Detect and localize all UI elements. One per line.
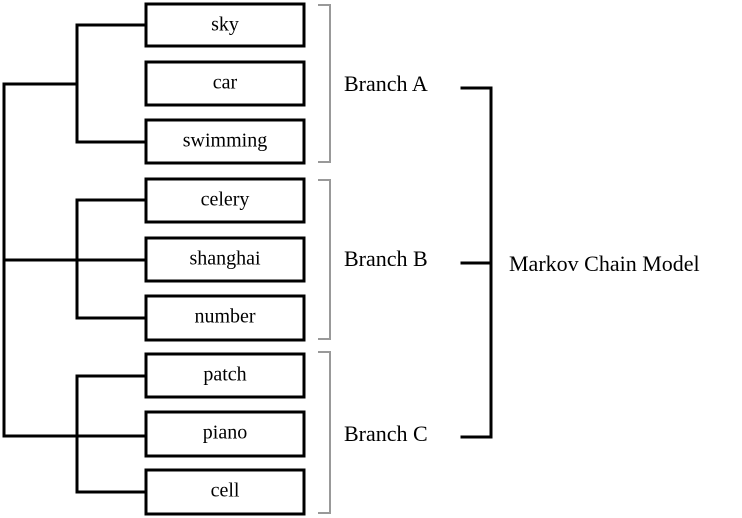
word-box-frame (144, 60, 306, 107)
branch-a-label: Branch A (344, 71, 428, 96)
word-box-frame (144, 177, 306, 224)
word-box-number: number (144, 294, 306, 342)
bracket-branch-c (318, 351, 331, 514)
word-box-patch: patch (144, 352, 306, 399)
bracket-branch-a (318, 4, 331, 163)
word-box-frame (144, 410, 306, 458)
word-box-frame (144, 236, 306, 283)
tree-connectors (2, 23, 148, 494)
model-bracket (460, 86, 493, 439)
word-box-label: number (194, 306, 255, 328)
word-box-label: car (213, 72, 238, 94)
word-box-swimming: swimming (144, 118, 306, 165)
branch-b-label: Branch B (344, 246, 428, 271)
word-box-sky: sky (144, 2, 306, 48)
word-box-label: cell (211, 480, 240, 502)
word-box-cell: cell (144, 468, 306, 516)
word-box-celery: celery (144, 177, 306, 224)
group-brackets (318, 4, 331, 514)
word-box-frame (144, 468, 306, 516)
word-box-shanghai: shanghai (144, 236, 306, 283)
word-box-frame (144, 352, 306, 399)
bracket-branch-b (318, 179, 331, 340)
word-box-label: piano (203, 422, 247, 444)
word-box-label: shanghai (189, 248, 261, 270)
branch-labels: Branch A Branch B Branch C (344, 71, 428, 446)
word-box-frame (144, 2, 306, 48)
word-boxes: sky car swimming celery shanghai number (144, 2, 306, 516)
word-box-label: sky (211, 14, 239, 36)
markov-chain-model-label: Markov Chain Model (509, 251, 700, 276)
word-box-frame (144, 294, 306, 342)
branch-c-label: Branch C (344, 421, 428, 446)
word-box-label: patch (203, 364, 246, 386)
word-box-frame (144, 118, 306, 165)
word-box-label: celery (201, 189, 250, 211)
word-box-car: car (144, 60, 306, 107)
word-box-piano: piano (144, 410, 306, 458)
word-box-label: swimming (183, 130, 267, 152)
